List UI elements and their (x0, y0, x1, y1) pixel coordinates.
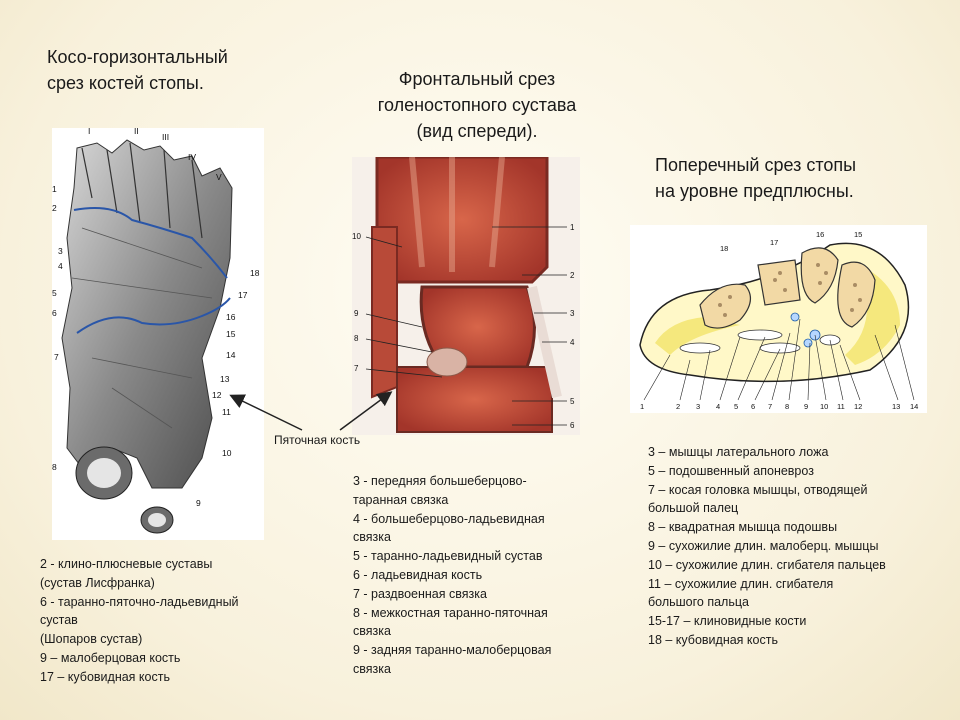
number-label: 12 (212, 390, 222, 400)
legend-line: 17 – кубовидная кость (40, 669, 170, 684)
number-label: 9 (804, 402, 808, 411)
number-label: 4 (58, 261, 63, 271)
number-label: 6 (751, 402, 755, 411)
legend-line: большого пальца (648, 595, 749, 610)
number-label: 10 (820, 402, 828, 411)
title-cross-section: Поперечный срез стопы на уровне предплюс… (655, 152, 856, 204)
number-label: 17 (770, 238, 778, 247)
legend-line: связка (353, 624, 391, 639)
legend-line: таранная связка (353, 492, 449, 507)
legend-line: 18 – кубовидная кость (648, 632, 778, 647)
number-label: 6 (570, 421, 575, 430)
legend-line: (сустав Лисфранка) (40, 575, 155, 590)
number-label: 11 (222, 407, 231, 417)
number-label: 3 (696, 402, 700, 411)
legend-line: (Шопаров сустав) (40, 632, 143, 647)
roman-numeral-label: V (216, 172, 222, 182)
number-label: 18 (720, 244, 728, 253)
legend-line: 15-17 – клиновидные кости (648, 614, 807, 629)
number-label: 14 (226, 350, 236, 360)
number-label: 15 (226, 329, 236, 339)
number-label: 8 (354, 334, 359, 343)
number-label: 18 (250, 268, 260, 278)
calcaneus-label: Пяточная кость (274, 433, 361, 447)
legend-line: 8 - межкостная таранно-пяточная (353, 605, 548, 620)
legend-line: 5 - таранно-ладьевидный сустав (353, 549, 543, 564)
number-label: 13 (220, 374, 230, 384)
number-label: 4 (716, 402, 720, 411)
number-label: 7 (54, 352, 59, 362)
number-label: 6 (52, 308, 57, 318)
roman-numeral-label: II (134, 128, 139, 136)
number-label: 8 (785, 402, 789, 411)
foot-bones-section-image: I II III IV V 1 2 3 4 5 6 7 8 18 17 16 1… (52, 128, 264, 540)
legend-line: 3 – мышцы латерального ложа (648, 445, 829, 459)
number-label: 7 (768, 402, 772, 411)
title-foot-section: Косо-горизонтальный срез костей стопы. (47, 44, 228, 96)
number-label: 9 (196, 498, 201, 508)
legend-line: 10 – сухожилие длин. сгибателя пальцев (648, 557, 886, 572)
number-label: 10 (222, 448, 232, 458)
legend-line: 9 - задняя таранно-малоберцовая (353, 643, 552, 658)
number-label: 8 (52, 462, 57, 472)
ankle-joint-section-image: 10 9 8 7 1 2 3 4 5 6 (352, 157, 580, 435)
number-label: 2 (676, 402, 680, 411)
number-label: 1 (570, 223, 575, 232)
number-label: 5 (734, 402, 738, 411)
title-line: на уровне предплюсны. (655, 181, 854, 201)
number-label: 16 (816, 230, 824, 239)
roman-numeral-label: IV (188, 152, 196, 162)
legend-line: большой палец (648, 501, 739, 516)
number-label: 13 (892, 402, 900, 411)
number-label: 4 (570, 338, 575, 347)
number-label: 9 (354, 309, 359, 318)
number-label: 5 (52, 288, 57, 298)
legend-ankle-section: 3 - передняя большеберцово- таранная свя… (353, 472, 551, 679)
number-label: 10 (352, 232, 361, 241)
number-label: 11 (837, 402, 845, 411)
legend-line: 3 - передняя большеберцово- (353, 474, 527, 488)
title-line: Фронтальный срез (398, 69, 556, 89)
foot-cross-section-image: 18 17 16 15 1 2 3 4 5 6 7 8 9 10 11 12 1… (630, 225, 927, 413)
legend-line: связка (353, 661, 391, 676)
title-ankle-section: Фронтальный срез голеностопного сустава … (352, 66, 602, 144)
title-line: Косо-горизонтальный (47, 47, 228, 67)
legend-line: 5 – подошвенный апоневроз (648, 463, 814, 478)
title-line: (вид спереди). (416, 121, 538, 141)
legend-line: 8 – квадратная мышца подошвы (648, 520, 838, 535)
legend-line: сустав (40, 613, 78, 628)
roman-numeral-label: III (162, 132, 169, 142)
number-label: 3 (570, 309, 575, 318)
number-label: 5 (570, 397, 575, 406)
legend-line: 11 – сухожилие длин. сгибателя (648, 576, 834, 591)
number-label: 16 (226, 312, 236, 322)
legend-line: 6 - ладьевидная кость (353, 567, 483, 582)
number-label: 17 (238, 290, 248, 300)
number-label: 2 (570, 271, 575, 280)
number-label: 14 (910, 402, 918, 411)
title-line: голеностопного сустава (377, 95, 577, 115)
legend-line: 7 - раздвоенная связка (353, 586, 487, 601)
number-label: 12 (854, 402, 862, 411)
legend-line: 9 – сухожилие длин. малоберц. мышцы (648, 538, 879, 553)
number-label: 15 (854, 230, 862, 239)
number-label: 7 (354, 364, 359, 373)
legend-line: 9 – малоберцовая кость (40, 650, 181, 665)
legend-cross-section: 3 – мышцы латерального ложа 5 – подошвен… (648, 443, 886, 650)
number-label: 2 (52, 203, 57, 213)
title-line: Поперечный срез стопы (655, 155, 857, 175)
roman-numeral-label: I (88, 128, 90, 136)
title-line: срез костей стопы. (47, 73, 204, 93)
legend-foot-section: 2 - клино-плюсневые суставы (сустав Лисф… (40, 555, 239, 687)
legend-line: 4 - большеберцово-ладьевидная (353, 511, 545, 526)
number-label: 1 (640, 402, 644, 411)
legend-line: 2 - клино-плюсневые суставы (40, 557, 213, 571)
number-label: 1 (52, 184, 57, 194)
legend-line: 7 – косая головка мышцы, отводящей (648, 482, 868, 497)
legend-line: 6 - таранно-пяточно-ладьевидный (40, 594, 239, 609)
legend-line: связка (353, 530, 391, 545)
number-label: 3 (58, 246, 63, 256)
